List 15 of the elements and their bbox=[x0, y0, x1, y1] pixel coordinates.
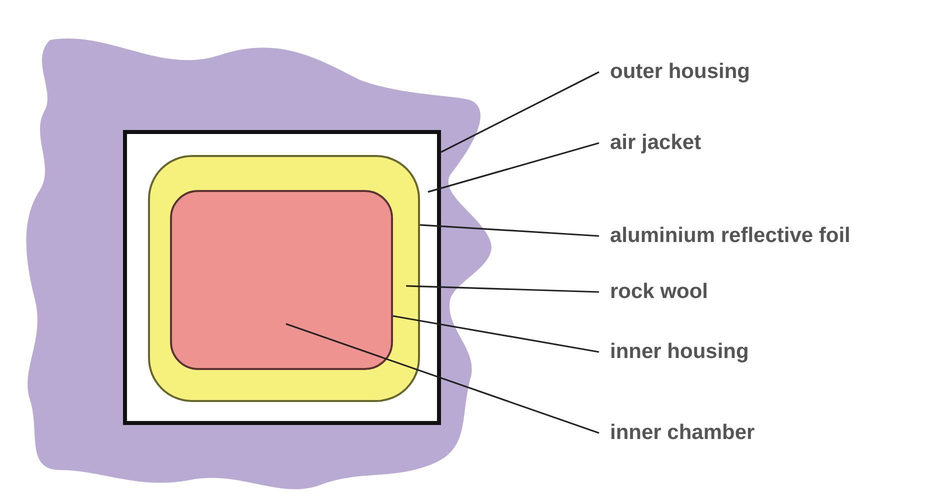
leader-line bbox=[440, 71, 600, 153]
part-label: rock wool bbox=[610, 280, 708, 304]
leader-line bbox=[286, 323, 600, 434]
outer-housing-box bbox=[123, 130, 441, 425]
part-label: inner chamber bbox=[610, 421, 755, 445]
part-label: inner housing bbox=[610, 340, 749, 364]
leader-line bbox=[406, 285, 600, 293]
leader-line bbox=[420, 224, 600, 237]
part-label: aluminium reflective foil bbox=[610, 224, 850, 248]
leader-line bbox=[392, 315, 600, 353]
part-label: outer housing bbox=[610, 60, 750, 84]
rock-wool-layer bbox=[148, 155, 420, 402]
leader-line bbox=[428, 142, 600, 193]
inner-chamber-box bbox=[170, 190, 393, 370]
part-label: air jacket bbox=[610, 131, 702, 155]
